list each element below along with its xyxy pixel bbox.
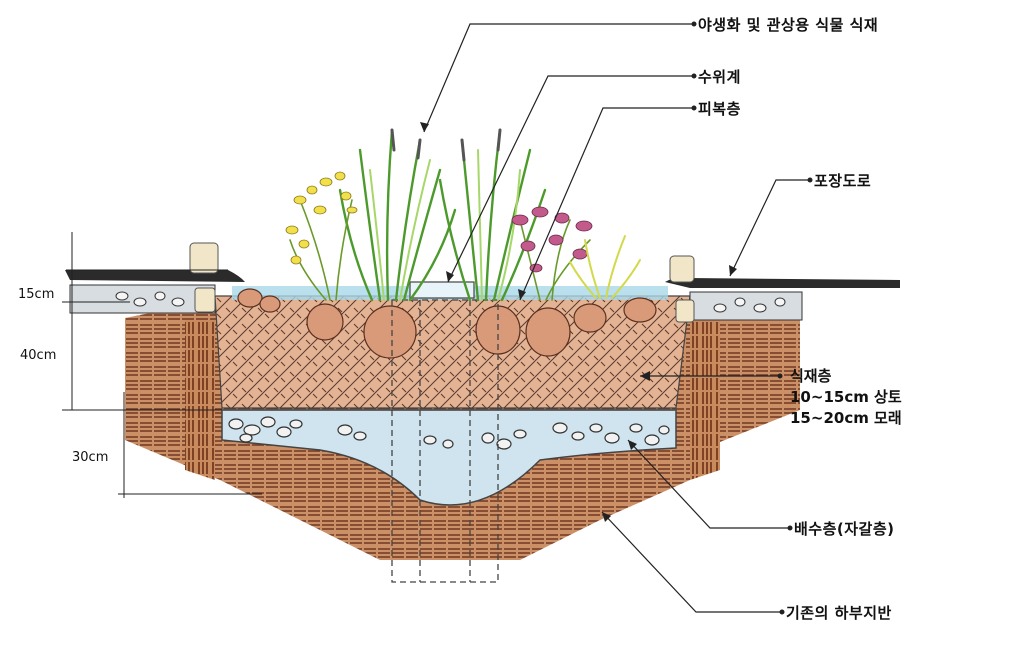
pavement-right	[665, 277, 900, 288]
plants	[285, 128, 641, 302]
mulch-stones	[237, 288, 657, 359]
leader-lines	[423, 23, 810, 613]
dimension-40cm: 40cm	[20, 348, 57, 363]
drainage-layer	[221, 409, 677, 506]
dimension-30cm: 30cm	[72, 450, 109, 465]
water-gauge-pipe	[391, 299, 499, 583]
label-mulch: 피복층	[698, 100, 741, 118]
dimension-15cm: 15cm	[18, 287, 55, 302]
label-water-gauge: 수위계	[698, 68, 741, 86]
label-pavement: 포장도로	[814, 172, 872, 190]
label-planting: 야생화 및 관상용 식물 식재	[698, 16, 879, 34]
label-drainage: 배수층(자갈층)	[794, 520, 895, 538]
gravel	[228, 416, 670, 450]
planting-layer	[214, 295, 691, 409]
leader-arrows	[420, 21, 813, 615]
dimension-lines	[62, 232, 262, 498]
planting-layer-topsoil: 10~15cm 상토	[790, 388, 902, 406]
pavement-left	[65, 270, 245, 282]
planting-layer-title: 식재층	[790, 367, 832, 385]
pavement-base	[69, 284, 803, 321]
planting-layer-sand: 15~20cm 모래	[790, 409, 902, 427]
label-subgrade: 기존의 하부지반	[786, 604, 892, 622]
label-planting-layer: 식재층 10~15cm 상토 15~20cm 모래	[790, 366, 902, 429]
